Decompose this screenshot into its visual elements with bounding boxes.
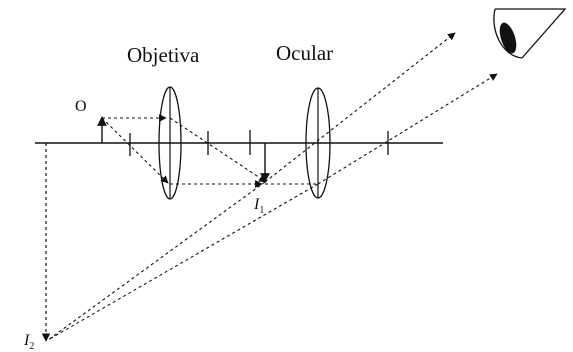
eye-icon	[493, 8, 567, 59]
objective-label: Objetiva	[127, 43, 200, 67]
ray-to-eye-upper	[264, 32, 456, 183]
ray-to-eye-lower	[317, 73, 498, 185]
image1-label: I1	[253, 196, 264, 216]
image2-label: I2	[23, 332, 34, 352]
objective-lens	[158, 86, 182, 200]
eyepiece-lens	[305, 87, 331, 199]
virtual-ray-lower	[47, 183, 319, 341]
object-label: O	[75, 98, 87, 115]
objective-rays	[101, 114, 316, 188]
virtual-ray-upper	[47, 181, 266, 341]
ray-refracted	[169, 117, 267, 183]
focal-ticks	[129, 130, 389, 156]
eyepiece-label: Ocular	[276, 41, 333, 65]
ray-focal-in	[101, 117, 169, 184]
eyepiece-rays	[264, 32, 498, 185]
virtual-rays	[47, 181, 319, 341]
